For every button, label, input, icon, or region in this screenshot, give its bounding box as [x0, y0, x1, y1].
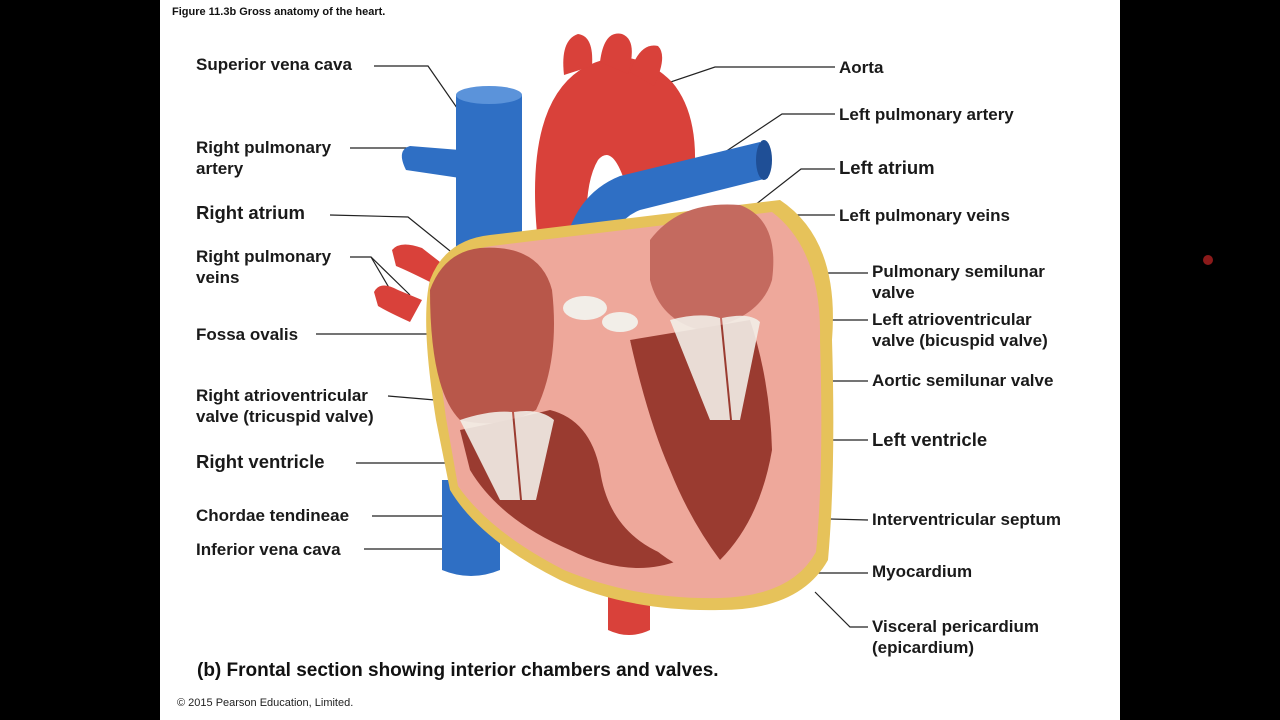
label-right-pulmonary-artery: Right pulmonary artery	[196, 138, 332, 178]
aorta-branch-3	[630, 45, 663, 86]
figure-caption: (b) Frontal section showing interior cha…	[197, 660, 719, 681]
label-fossa-ovalis: Fossa ovalis	[196, 325, 299, 344]
left-atrium-chamber	[650, 204, 774, 330]
label-right-atrium: Right atrium	[196, 202, 305, 223]
right-pulmonary-veins	[374, 244, 440, 322]
laser-pointer-dot	[1203, 255, 1213, 265]
heart-drawing	[374, 33, 834, 635]
label-right-pulmonary-veins: Right pulmonary veins	[196, 247, 332, 287]
pulmonary-trunk	[560, 142, 768, 300]
right-atrium-chamber	[430, 247, 554, 424]
label-inferior-vena-cava: Inferior vena cava	[196, 540, 341, 559]
label-right-av-valve: Right atrioventricular valve (tricuspid …	[196, 386, 374, 426]
heart-illustration	[316, 33, 869, 635]
figure-title: Figure 11.3b Gross anatomy of the heart.	[172, 6, 386, 18]
label-right-ventricle: Right ventricle	[196, 451, 325, 472]
label-aortic-semilunar-valve: Aortic semilunar valve	[872, 371, 1054, 390]
bicuspid-valve	[670, 315, 760, 420]
slide: Figure 11.3b Gross anatomy of the heart.	[160, 0, 1120, 720]
label-left-ventricle: Left ventricle	[872, 429, 988, 450]
label-chordae-tendineae: Chordae tendineae	[196, 506, 350, 525]
label-aorta: Aorta	[839, 58, 884, 77]
label-left-atrium: Left atrium	[839, 157, 935, 178]
label-left-pulmonary-veins: Left pulmonary veins	[839, 206, 1010, 225]
superior-vena-cava	[456, 95, 522, 260]
label-left-av-valve: Left atrioventricular valve (bicuspid va…	[872, 310, 1048, 350]
label-left-pulmonary-artery: Left pulmonary artery	[839, 105, 1014, 124]
aorta-branch-1	[563, 34, 593, 75]
aortic-semilunar-valve	[602, 312, 638, 332]
pulmonary-semilunar-valve	[563, 296, 607, 320]
aorta-branch-2	[600, 33, 632, 74]
copyright-notice: © 2015 Pearson Education, Limited.	[177, 697, 354, 709]
septum	[599, 330, 720, 566]
label-superior-vena-cava: Superior vena cava	[196, 55, 352, 74]
right-pulmonary-artery	[401, 146, 460, 178]
label-visceral-pericardium: Visceral pericardium (epicardium)	[872, 617, 1039, 657]
label-myocardium: Myocardium	[872, 562, 973, 581]
svc-opening	[456, 86, 522, 104]
left-pulmonary-artery-opening	[756, 140, 772, 180]
tricuspid-valve	[460, 411, 554, 500]
label-pulmonary-semilunar-valve: Pulmonary semilunar valve	[872, 262, 1045, 302]
label-interventricular-septum: Interventricular septum	[872, 510, 1061, 529]
